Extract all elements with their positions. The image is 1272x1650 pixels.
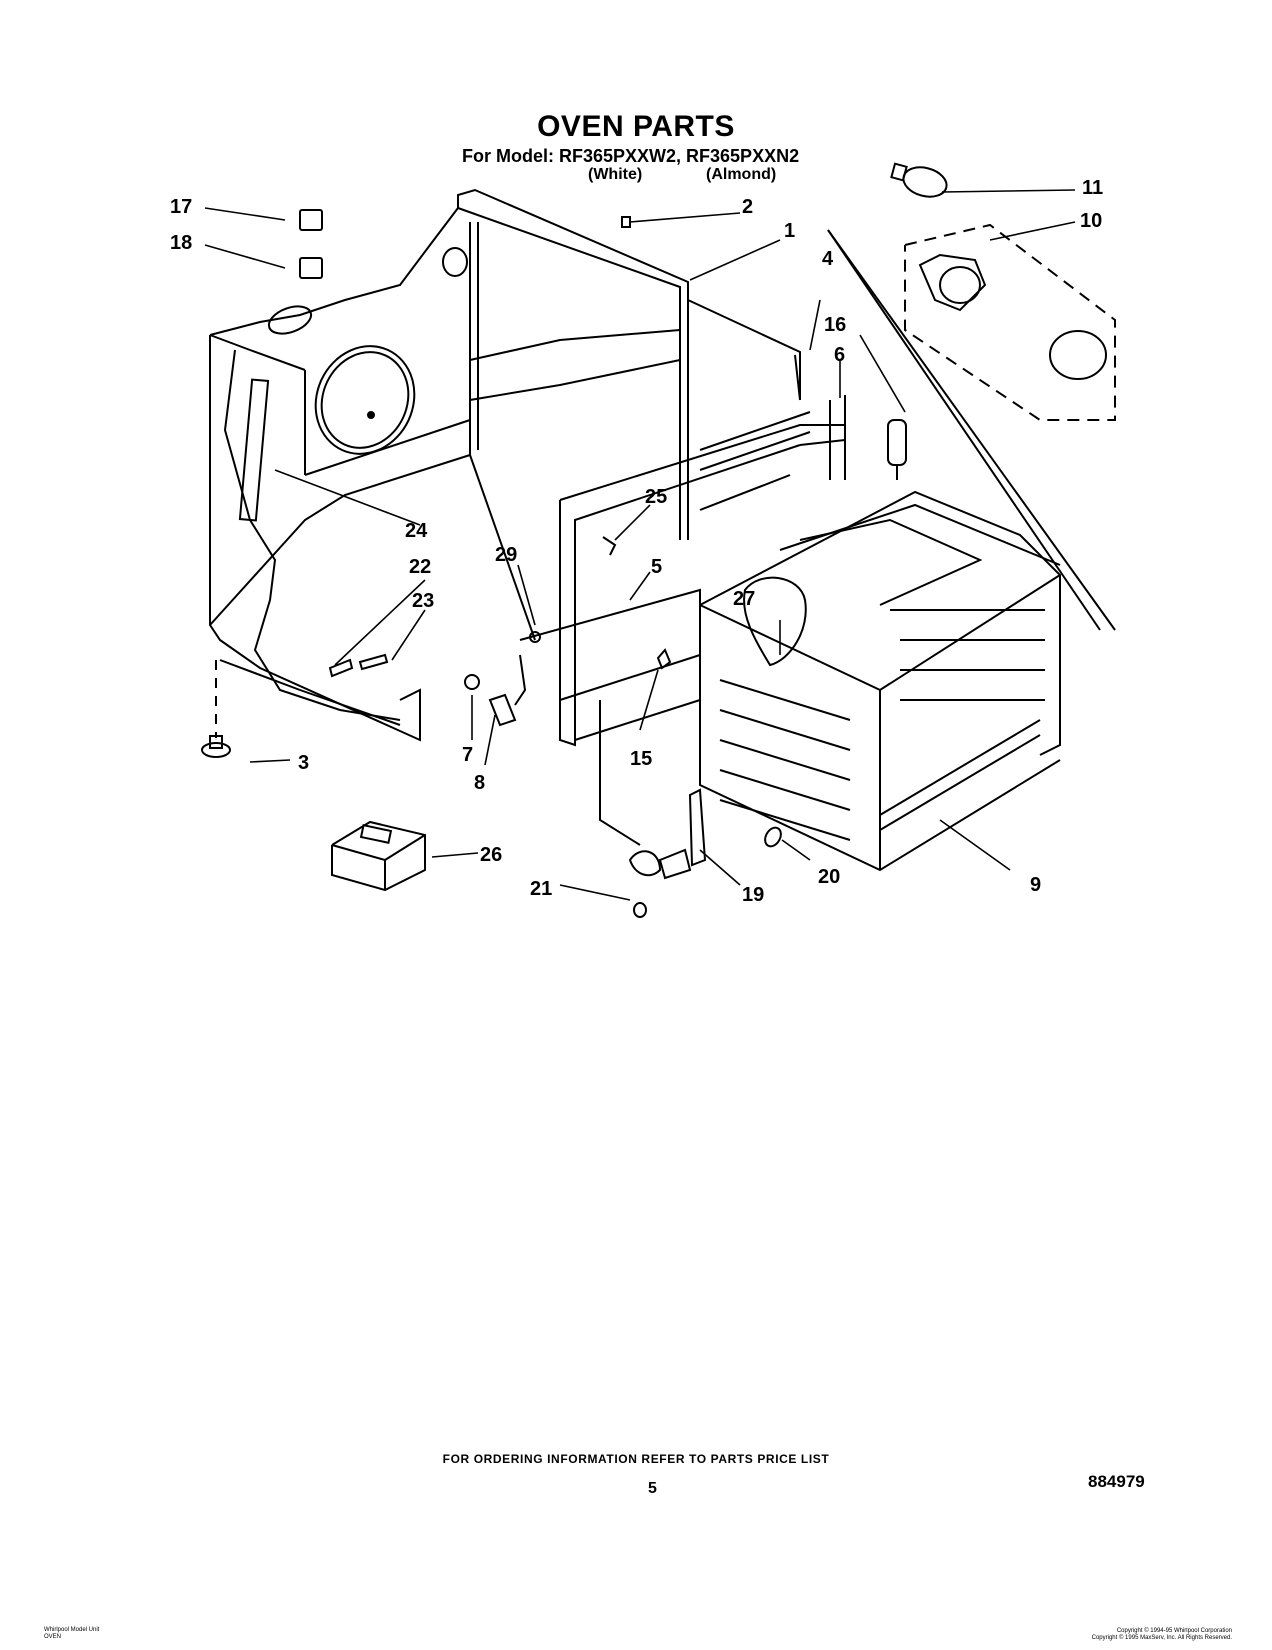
callout-18-top: 18	[170, 232, 193, 254]
oven-rack-box	[699, 419, 1061, 872]
callout-6: 6	[834, 344, 846, 366]
callout-10: 10	[1080, 210, 1103, 232]
callout-8: 8	[474, 772, 486, 794]
callout-3: 3	[298, 752, 310, 774]
callout-22: 22	[409, 556, 432, 578]
ordering-note: FOR ORDERING INFORMATION REFER TO PARTS …	[442, 1452, 830, 1466]
callout-29: 29	[495, 544, 518, 566]
footer-left-line-1: Whirlpool Model Unit	[44, 1627, 100, 1633]
footer-right-line-1: Copyright © 1994-95 Whirlpool Corporatio…	[1116, 1628, 1232, 1634]
callout-16: 16	[824, 314, 847, 336]
callout-24: 24	[405, 520, 428, 542]
callout-11: 11	[1082, 177, 1104, 199]
page-title: OVEN PARTS	[537, 110, 735, 143]
callout-2: 2	[742, 196, 754, 218]
callout-20: 20	[818, 866, 841, 888]
color-white-label: (White)	[588, 166, 643, 183]
callout-1: 1	[784, 220, 796, 242]
callout-21: 21	[530, 878, 553, 900]
footer-left-line-2: OVEN	[44, 1634, 62, 1640]
callout-19: 19	[742, 884, 765, 906]
oven-cavity	[201, 188, 801, 758]
leader-lines	[204, 189, 1076, 901]
callout-26: 26	[480, 844, 503, 866]
callout-9: 9	[1030, 874, 1042, 896]
callout-4: 4	[822, 248, 834, 270]
small-parts	[299, 209, 782, 918]
callout-27: 27	[733, 588, 756, 610]
footer-left: Whirlpool Model Unit OVEN	[44, 1627, 99, 1641]
front-frame	[559, 354, 846, 747]
document-number: 884979	[1088, 1472, 1145, 1491]
callout-7: 7	[462, 744, 474, 766]
page-number: 5	[648, 1480, 657, 1497]
callout-5: 5	[651, 556, 663, 578]
color-almond-label: (Almond)	[706, 166, 777, 183]
model-line: For Model: RF365PXXW2, RF365PXXN2	[462, 146, 800, 166]
callout-25: 25	[645, 486, 668, 508]
callout-15: 15	[630, 748, 653, 770]
callout-23: 23	[412, 590, 435, 612]
footer-right: Copyright © 1994-95 Whirlpool Corporatio…	[1092, 1628, 1232, 1642]
light-assembly	[827, 162, 1116, 631]
footer-right-line-2: Copyright © 1995 MaxServ, Inc. All Right…	[1091, 1635, 1232, 1641]
callout-17: 17	[170, 196, 193, 218]
